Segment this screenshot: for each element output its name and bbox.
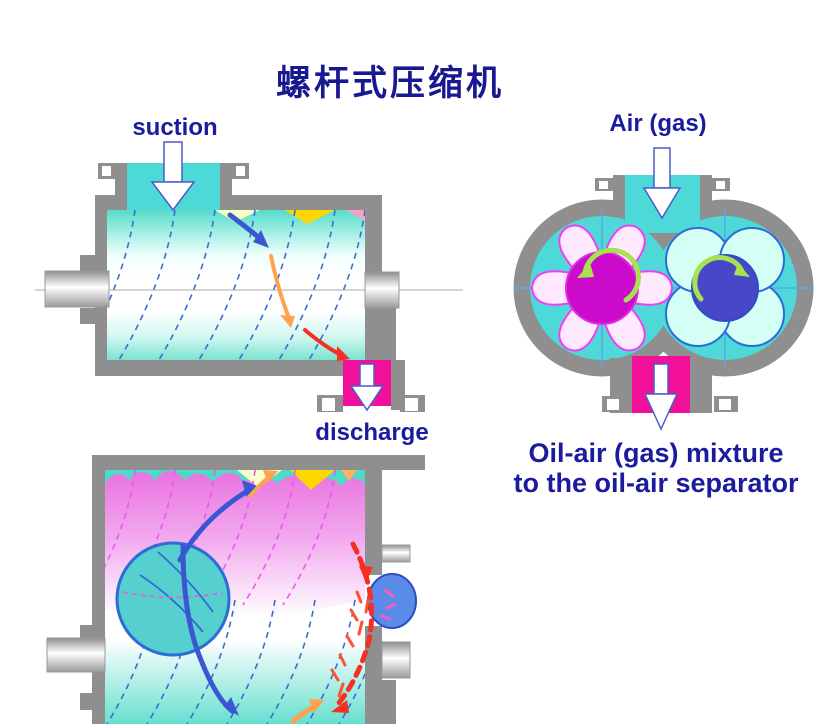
flange-notch <box>322 398 335 411</box>
oil-injection-port <box>367 573 417 629</box>
flange-notch <box>236 166 245 176</box>
air-gas-label: Air (gas) <box>609 110 707 137</box>
screw-helix-lines <box>107 210 365 360</box>
rotation-arrow-icon <box>692 255 745 302</box>
discharge-flow-arrow-icon <box>349 363 385 412</box>
flange-notch <box>102 166 111 176</box>
outlet-caption-line1: Oil-air (gas) mixture <box>528 438 784 468</box>
casing <box>80 455 425 724</box>
outlet-caption-line2: to the oil-air separator <box>513 468 799 498</box>
oil-spray <box>330 590 370 698</box>
suction-flow-arrow-icon <box>150 141 196 212</box>
rotation-arrowhead-icon <box>734 263 750 277</box>
page-title: 螺杆式压缩机 <box>275 64 504 103</box>
side-stub <box>381 641 411 679</box>
suction-label: suction <box>132 114 218 141</box>
gas-oil-flow-arrows <box>177 470 375 724</box>
flange-notch <box>607 399 619 410</box>
oil-injection-diagram <box>46 455 425 724</box>
side-stub <box>381 544 411 563</box>
male-rotor <box>530 224 674 352</box>
outlet-flow-arrow-icon <box>643 363 679 431</box>
female-rotor <box>665 227 785 347</box>
rotor-shaft-stub <box>364 271 400 309</box>
flange-notch <box>719 399 731 410</box>
discharge-label: discharge <box>315 419 429 446</box>
rotation-arrow-icon <box>582 247 641 303</box>
axial-view-diagram <box>35 141 463 412</box>
flange-notch <box>405 398 418 411</box>
rotor-end-circle <box>115 541 231 657</box>
drive-shaft <box>46 637 106 673</box>
gas-flow-arrows <box>227 212 350 361</box>
rotation-arrowhead-icon <box>577 263 594 278</box>
cross-section-diagram <box>513 147 814 431</box>
drive-shaft <box>44 270 110 308</box>
compression-zones <box>215 210 365 224</box>
inlet-flow-arrow-icon <box>642 147 682 220</box>
